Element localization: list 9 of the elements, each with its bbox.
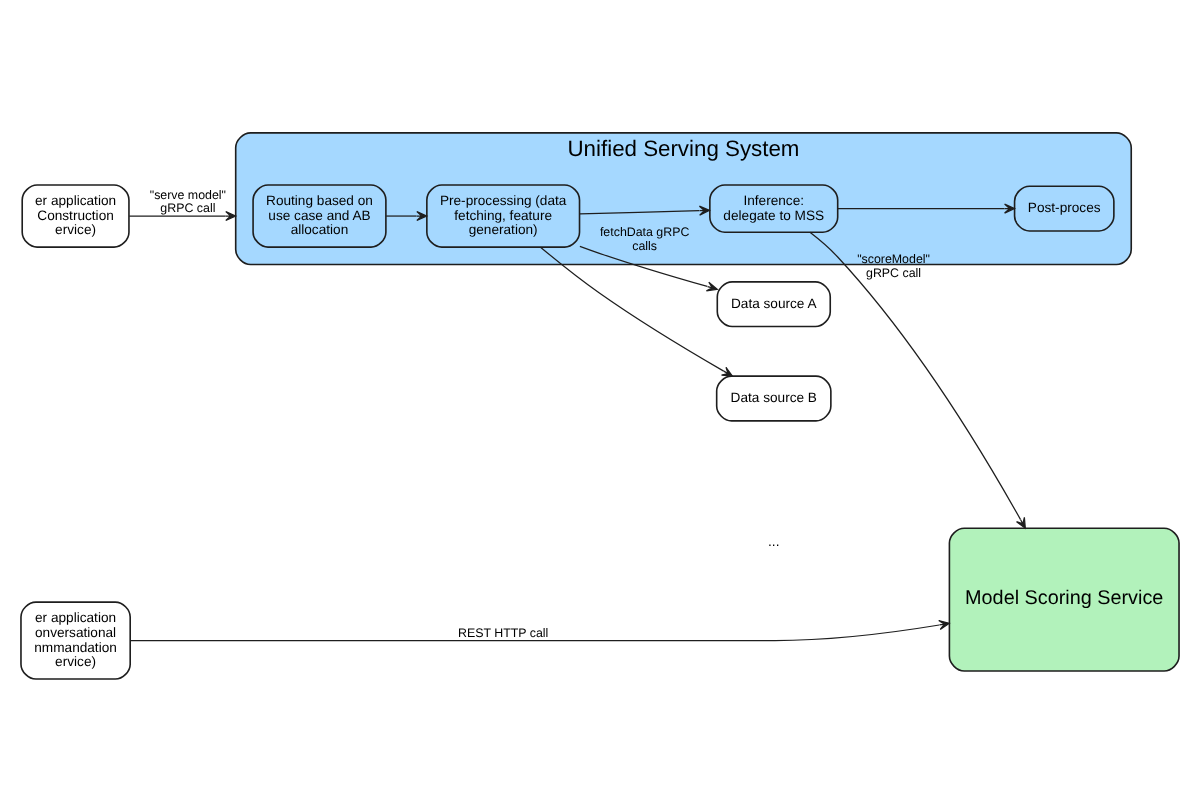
arrow: [837, 202, 1016, 213]
arrow: [809, 230, 1026, 528]
arrow: [539, 245, 733, 376]
arrow: [579, 244, 718, 291]
node-box: Model Scoring Service: [948, 526, 1180, 671]
arrow: [385, 209, 428, 221]
arrow: [579, 204, 711, 215]
arrow: [128, 209, 237, 221]
arrow: [129, 618, 950, 641]
